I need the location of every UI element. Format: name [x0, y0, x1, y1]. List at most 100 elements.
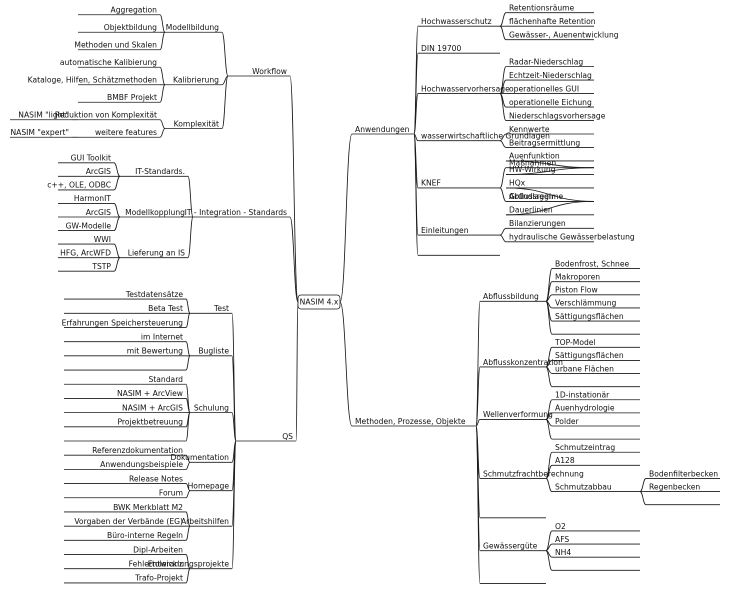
node-urbane-flaechen-label[interactable]: urbane Flächen — [555, 364, 614, 373]
node-c-ole-odbc-label[interactable]: c++, OLE, ODBC — [47, 181, 111, 190]
node-objektbildung-label[interactable]: Objektbildung — [104, 23, 157, 32]
node-schmutzfrachtberechnung-label[interactable]: Schmutzfrachtberechnung — [483, 469, 584, 478]
node-gewaesser-auenentwicklung-label[interactable]: Gewässer-, Auenentwicklung — [509, 30, 619, 39]
node-hydraulische-gewaesserbelastung-label[interactable]: hydraulische Gewässerbelastung — [509, 233, 635, 242]
node-bodenfilterbecken-label[interactable]: Bodenfilterbecken — [649, 469, 718, 478]
node-beitragsermittlung-label[interactable]: Beitragsermittlung — [509, 138, 580, 147]
node-methoden-und-skalen-label[interactable]: Methoden und Skalen — [74, 41, 157, 50]
node-abflusskonzentration-label[interactable]: Abflusskonzentration — [483, 358, 563, 367]
node-flaechenhafte-retention-label[interactable]: flächenhafte Retention — [509, 17, 596, 26]
node-einleitungen-label[interactable]: Einleitungen — [421, 226, 469, 235]
node-arcgis-label[interactable]: ArcGIS — [86, 208, 111, 217]
node-kalibrierung-label[interactable]: Kalibrierung — [173, 76, 219, 85]
node-workflow-label[interactable]: Workflow — [252, 67, 287, 76]
node-mit-bewertung-label[interactable]: mit Bewertung — [127, 347, 183, 356]
node-piston-flow-label[interactable]: Piston Flow — [555, 286, 598, 295]
node-komplexitaet-label[interactable]: Komplexität — [174, 119, 219, 128]
node-modellbildung-label[interactable]: Modellbildung — [166, 23, 219, 32]
node-weitere-features-label[interactable]: weitere features — [95, 128, 157, 137]
node-erfahrungen-speichersteuerung-label[interactable]: Erfahrungen Speichersteuerung — [62, 318, 184, 327]
node-entwicklungsprojekte-label[interactable]: Entwicklungsprojekte — [148, 560, 230, 569]
node-anwendungen-label[interactable]: Anwendungen — [355, 125, 410, 134]
node-grundlagen-label[interactable]: Grundlagen — [509, 192, 554, 201]
node-gw-modelle-label[interactable]: GW-Modelle — [66, 221, 112, 230]
node-aggregation-label[interactable]: Aggregation — [111, 6, 158, 15]
node-test-label[interactable]: Test — [213, 304, 229, 313]
node-qs-label[interactable]: QS — [282, 432, 293, 441]
node-anwendungsbeispiele-label[interactable]: Anwendungsbeispiele — [100, 460, 183, 469]
node-reduktion-von-komplexitaet-label[interactable]: Reduktion von Komplexität — [55, 111, 157, 120]
node-hfg-arcwfd-label[interactable]: HFG, ArcWFD — [60, 248, 111, 257]
node-nh4-label[interactable]: NH4 — [555, 548, 571, 557]
node-wellenverformung-label[interactable]: Wellenverformung — [483, 410, 553, 419]
node-im-internet-label[interactable]: im Internet — [141, 332, 183, 341]
node-dauerlinien-label[interactable]: Dauerlinien — [509, 206, 553, 215]
node-polder-label[interactable]: Polder — [555, 417, 580, 426]
node-auenhydrologie-label[interactable]: Auenhydrologie — [555, 404, 615, 413]
node-projektbetreuung-label[interactable]: Projektbetreuung — [117, 418, 183, 427]
node-buero-interne-regeln-label[interactable]: Büro-interne Regeln — [107, 531, 183, 540]
node-beta-test-label[interactable]: Beta Test — [148, 304, 183, 313]
node-retentionsraeume-label[interactable]: Retentionsräume — [509, 4, 575, 13]
node-schulung-label[interactable]: Schulung — [194, 403, 229, 412]
node-o2-label[interactable]: O2 — [555, 522, 566, 531]
node-1d-instationaer-label[interactable]: 1D-instationär — [555, 391, 610, 400]
node-forum-label[interactable]: Forum — [159, 489, 183, 498]
mind-map-center[interactable]: NASIM 4.x — [297, 294, 341, 310]
node-operationelle-eichung-label[interactable]: operationelle Eichung — [509, 98, 592, 107]
node-gui-toolkit-label[interactable]: GUI Toolkit — [71, 154, 111, 163]
node-dokumentation-label[interactable]: Dokumentation — [170, 453, 229, 462]
node-tstp-label[interactable]: TSTP — [91, 262, 111, 271]
node-abflussregime-label[interactable]: Abflussregime — [509, 192, 563, 201]
node-homepage-label[interactable]: Homepage — [188, 481, 230, 490]
node-methoden-prozesse-objekte-label[interactable]: Methoden, Prozesse, Objekte — [355, 417, 466, 426]
node-release-notes-label[interactable]: Release Notes — [129, 474, 183, 483]
node-saettigungsflaechen-label[interactable]: Sättigungsflächen — [555, 312, 624, 321]
node-it-integration-standards-label[interactable]: IT - Integration - Standards — [185, 208, 287, 217]
node-bilanzierungen-label[interactable]: Bilanzierungen — [509, 219, 566, 228]
node-automatische-kalibierung-label[interactable]: automatische Kalibierung — [60, 58, 157, 67]
node-kataloge-hilfen-schaetzmethoden-label[interactable]: Kataloge, Hilfen, Schätzmethoden — [28, 76, 158, 85]
node-afs-label[interactable]: AFS — [555, 535, 569, 544]
node-echtzeit-niederschlag-label[interactable]: Echtzeit-Niederschlag — [509, 71, 592, 80]
node-schmutzeintrag-label[interactable]: Schmutzeintrag — [555, 443, 615, 452]
node-niederschlagsvorhersage-label[interactable]: Niederschlagsvorhersage — [509, 111, 606, 120]
node-it-standards-label[interactable]: IT-Standards. — [135, 167, 185, 176]
node-nasim-arcgis-label[interactable]: NASIM + ArcGIS — [122, 403, 183, 412]
node-harmonit-label[interactable]: HarmonIT — [74, 194, 111, 203]
node-hqx-label[interactable]: HQx — [509, 179, 526, 188]
node-hw-wirkung-label[interactable]: HW-Wirkung — [509, 165, 556, 174]
node-radar-niederschlag-label[interactable]: Radar-Niederschlag — [509, 57, 583, 66]
node-verschlaemmung-label[interactable]: Verschlämmung — [555, 299, 617, 308]
node-trafo-projekt-label[interactable]: Trafo-Projekt — [134, 574, 183, 583]
node-regenbecken-label[interactable]: Regenbecken — [649, 482, 700, 491]
node-operationelles-gui-label[interactable]: operationelles GUI — [509, 84, 579, 93]
node-abflussbildung-label[interactable]: Abflussbildung — [483, 292, 539, 301]
node-vorgaben-der-verbaende-eg-label[interactable]: Vorgaben der Verbände (EG) — [74, 517, 183, 526]
node-bmbf-projekt-label[interactable]: BMBF Projekt — [107, 93, 157, 102]
node-referenzdokumentation-label[interactable]: Referenzdokumentation — [92, 446, 183, 455]
node-arcgis-label[interactable]: ArcGIS — [86, 167, 111, 176]
node-din-19700-label[interactable]: DIN 19700 — [421, 44, 462, 53]
node-schmutzabbau-label[interactable]: Schmutzabbau — [555, 482, 612, 491]
node-hochwasservorhersage-label[interactable]: Hochwasservorhersage — [421, 84, 510, 93]
node-makroporen-label[interactable]: Makroporen — [555, 272, 600, 281]
node-standard-label[interactable]: Standard — [148, 375, 183, 384]
node-massnahmen-label[interactable]: Maßnahmen — [509, 158, 556, 167]
node-arbeitshilfen-label[interactable]: Arbeitshilfen — [181, 517, 229, 526]
node-nasim-expert-label[interactable]: NASIM "expert" — [10, 128, 69, 137]
node-nasim-arcview-label[interactable]: NASIM + ArcView — [117, 389, 183, 398]
node-gewaesserguete-label[interactable]: Gewässergüte — [483, 541, 538, 550]
node-dipl-arbeiten-label[interactable]: Dipl-Arbeiten — [133, 545, 183, 554]
node-bodenfrost-schnee-label[interactable]: Bodenfrost, Schnee — [555, 259, 629, 268]
node-kennwerte-label[interactable]: Kennwerte — [509, 125, 550, 134]
node-modellkopplung-label[interactable]: Modellkopplung — [125, 208, 185, 217]
node-knef-label[interactable]: KNEF — [421, 179, 441, 188]
node-fehlertoleranz-label[interactable]: Fehlertoleranz — [129, 560, 183, 569]
node-wasserwirtschaftliche-grundlagen-label[interactable]: wasserwirtschaftliche Grundlagen — [421, 132, 550, 141]
node-testdatensaetze-label[interactable]: Testdatensätze — [125, 290, 183, 299]
node-a128-label[interactable]: A128 — [555, 456, 575, 465]
node-top-model-label[interactable]: TOP-Model — [554, 338, 596, 347]
node-hochwasserschutz-label[interactable]: Hochwasserschutz — [421, 17, 492, 26]
node-bugliste-label[interactable]: Bugliste — [198, 347, 229, 356]
